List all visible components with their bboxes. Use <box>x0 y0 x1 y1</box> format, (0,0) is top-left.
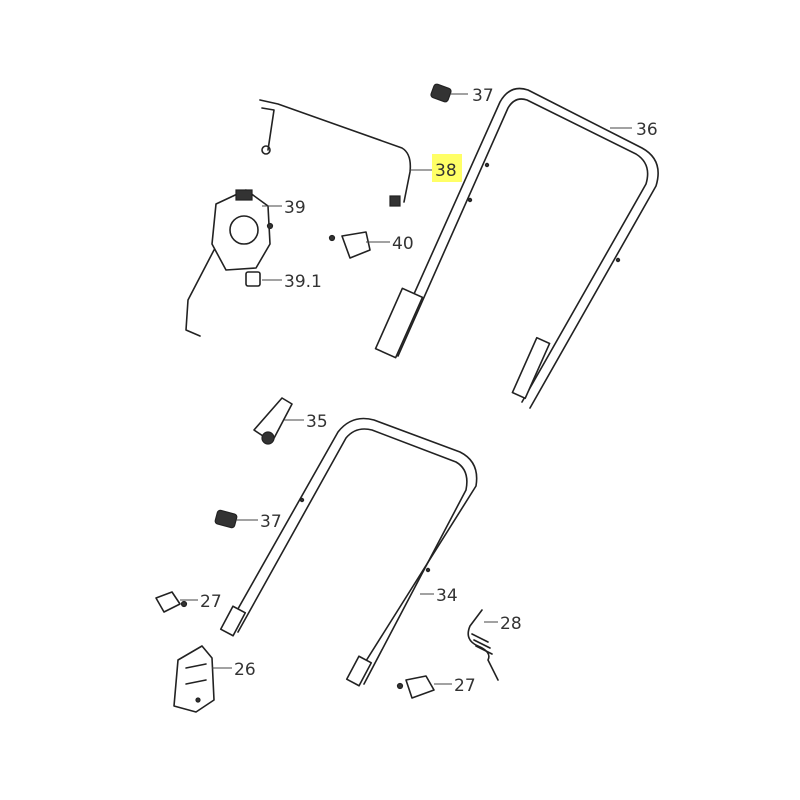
part-39-switch-box <box>185 189 274 337</box>
part-40-clamp <box>328 231 371 259</box>
part-28-spring <box>467 609 499 681</box>
part-37-knob-top <box>430 83 452 103</box>
part-37-knob-mid <box>214 509 238 529</box>
label-35: 35 <box>306 412 328 432</box>
label-34: 34 <box>436 586 458 606</box>
part-labels: 37 36 38 39 40 39.1 35 37 34 27 28 26 27 <box>200 86 658 696</box>
part-36-upper-handle <box>374 87 659 409</box>
part-34-lower-handle <box>219 417 478 687</box>
label-39: 39 <box>284 198 306 218</box>
label-39-1: 39.1 <box>284 272 322 292</box>
label-37-mid: 37 <box>260 512 282 532</box>
leader-lines <box>180 93 632 685</box>
label-26: 26 <box>234 660 256 680</box>
part-39-1-cover <box>245 271 261 287</box>
label-28: 28 <box>500 614 522 634</box>
label-36: 36 <box>636 120 658 140</box>
highlight-38 <box>432 154 462 182</box>
label-27-left: 27 <box>200 592 222 612</box>
part-26-mounting-plate <box>173 645 215 713</box>
part-27-bracket-right <box>396 675 435 699</box>
part-38-cable <box>259 99 412 207</box>
part-27-bracket-left <box>155 591 188 613</box>
label-38: 38 <box>435 161 457 181</box>
label-27-right: 27 <box>454 676 476 696</box>
part-35-lever <box>253 397 293 445</box>
label-37-top: 37 <box>472 86 494 106</box>
label-40: 40 <box>392 234 414 254</box>
